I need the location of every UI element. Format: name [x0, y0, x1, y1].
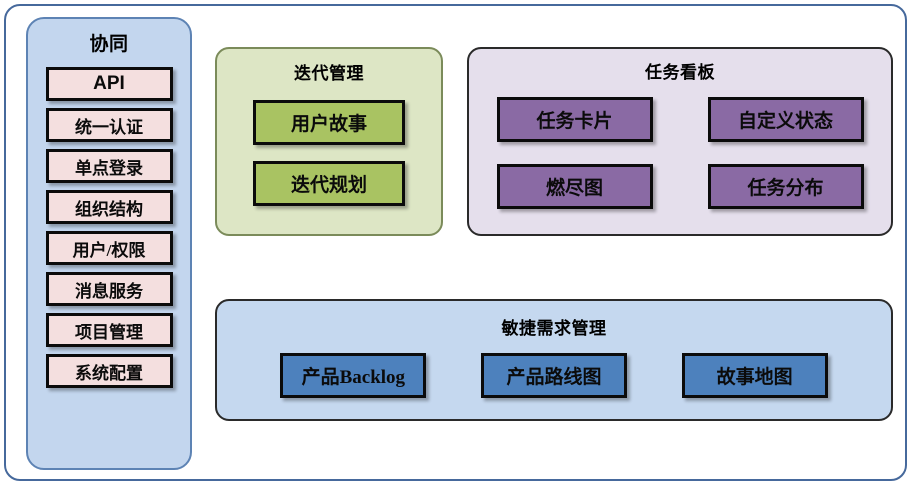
- collaboration-item-system-config[interactable]: 系统配置: [45, 354, 173, 388]
- panel-task-board[interactable]: 任务看板 任务卡片 自定义状态 燃尽图 任务分布: [467, 47, 893, 236]
- collaboration-item-user-permission[interactable]: 用户/权限: [45, 231, 173, 265]
- agile-item-list: 产品Backlog 产品路线图 故事地图: [217, 353, 891, 398]
- task-board-item-task-card[interactable]: 任务卡片: [496, 97, 653, 142]
- agile-item-story-map[interactable]: 故事地图: [681, 353, 828, 398]
- collaboration-item-message-service[interactable]: 消息服务: [45, 272, 173, 306]
- panel-agile-requirement-management[interactable]: 敏捷需求管理 产品Backlog 产品路线图 故事地图: [215, 299, 893, 421]
- collaboration-item-unified-auth[interactable]: 统一认证: [45, 108, 173, 142]
- panel-agile-requirement-management-title: 敏捷需求管理: [501, 319, 607, 338]
- collaboration-item-sso[interactable]: 单点登录: [45, 149, 173, 183]
- agile-item-product-backlog[interactable]: 产品Backlog: [280, 353, 427, 398]
- panel-iteration-management-title: 迭代管理: [294, 64, 364, 83]
- panel-iteration-management[interactable]: 迭代管理 用户故事 迭代规划: [215, 47, 443, 236]
- task-board-item-custom-status[interactable]: 自定义状态: [707, 97, 864, 142]
- task-board-item-grid: 任务卡片 自定义状态 燃尽图 任务分布: [469, 97, 891, 209]
- collaboration-item-org-structure[interactable]: 组织结构: [45, 190, 173, 224]
- panel-collaboration-title: 协同: [89, 34, 129, 55]
- collaboration-item-list: API 统一认证 单点登录 组织结构 用户/权限 消息服务 项目管理 系统配置: [28, 67, 190, 388]
- agile-item-product-roadmap[interactable]: 产品路线图: [480, 353, 627, 398]
- collaboration-item-project-management[interactable]: 项目管理: [45, 313, 173, 347]
- panel-collaboration[interactable]: 协同 API 统一认证 单点登录 组织结构 用户/权限 消息服务 项目管理 系统…: [26, 17, 192, 470]
- iteration-item-user-story[interactable]: 用户故事: [253, 100, 405, 145]
- iteration-item-list: 用户故事 迭代规划: [217, 100, 441, 206]
- iteration-item-iteration-planning[interactable]: 迭代规划: [253, 161, 405, 206]
- task-board-item-burndown-chart[interactable]: 燃尽图: [496, 164, 653, 209]
- collaboration-item-api[interactable]: API: [45, 67, 173, 101]
- panel-task-board-title: 任务看板: [645, 63, 715, 82]
- task-board-item-task-distribution[interactable]: 任务分布: [707, 164, 864, 209]
